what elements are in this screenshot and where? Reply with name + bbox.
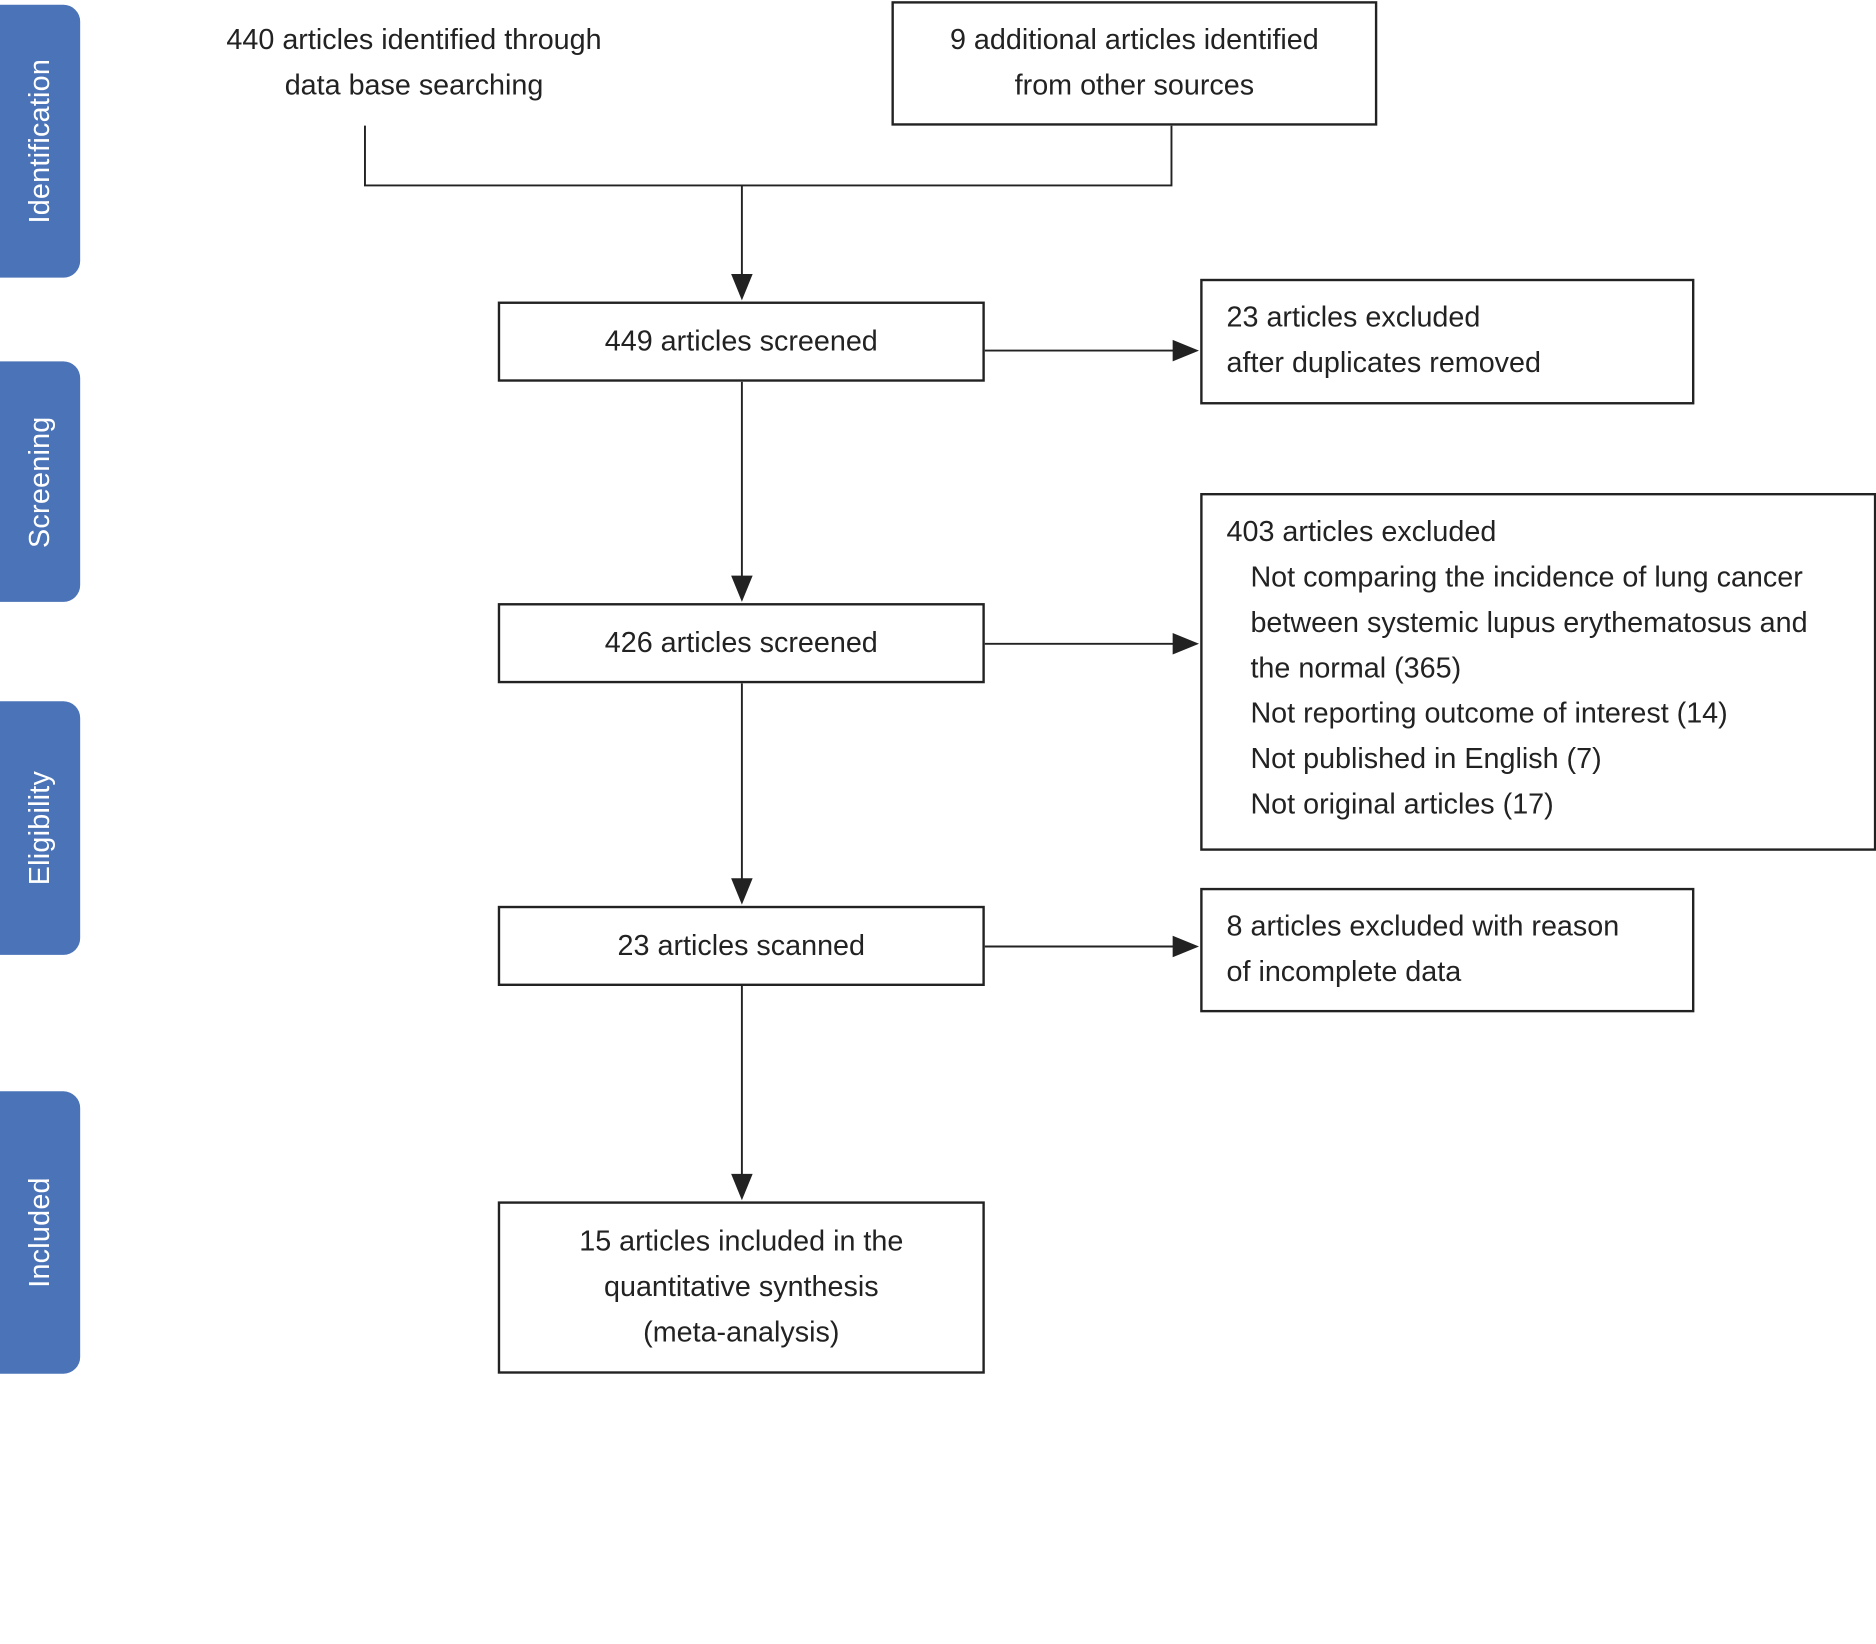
- stage-tab-identification: Identification: [0, 4, 81, 278]
- flow-connectors: [364, 125, 1199, 1201]
- other-sources-line-1: 9 additional articles identified: [949, 23, 1319, 57]
- database-search-line-1: 440 articles identified through: [226, 23, 602, 57]
- eligibility-excluded-line-1: 8 articles excluded with reason: [1226, 910, 1620, 943]
- screening-excluded-heading: 403 articles excluded: [1226, 515, 1497, 549]
- database-search-line-2: data base searching: [284, 69, 544, 102]
- included-box: 15 articles included in the quantitative…: [497, 1201, 985, 1374]
- exclusion-reason: Not original articles (17): [1250, 788, 1554, 821]
- screened-2-text: 426 articles screened: [604, 626, 878, 659]
- included-line-1: 15 articles included in the: [579, 1225, 904, 1258]
- exclusion-reason: the normal (365): [1250, 652, 1462, 685]
- eligibility-excluded-line-2: of incomplete data: [1226, 956, 1462, 989]
- duplicates-excluded-line-1: 23 articles excluded: [1226, 301, 1481, 334]
- stage-tab-screening: Screening: [0, 361, 81, 602]
- exclusion-reason: Not comparing the incidence of lung canc…: [1250, 561, 1803, 594]
- eligibility-excluded-box: 8 articles excluded with reason of incom…: [1200, 887, 1695, 1013]
- screened-1-text: 449 articles screened: [604, 324, 878, 358]
- screened-2-box: 426 articles screened: [497, 603, 985, 684]
- exclusion-reason: between systemic lupus erythematosus and: [1250, 606, 1808, 639]
- scanned-box: 23 articles scanned: [497, 905, 985, 986]
- exclusion-reason: Not published in English (7): [1250, 743, 1602, 776]
- exclusion-reason: Not reporting outcome of interest (14): [1250, 697, 1728, 730]
- database-search-text: 440 articles identified through data bas…: [191, 18, 636, 109]
- duplicates-excluded-line-2: after duplicates removed: [1226, 347, 1541, 380]
- merge-connector: [364, 125, 1173, 187]
- included-line-3: (meta-analysis): [643, 1316, 840, 1349]
- duplicates-excluded-box: 23 articles excluded after duplicates re…: [1200, 278, 1695, 405]
- screening-excluded-box: 403 articles excluded Not comparing the …: [1200, 492, 1876, 851]
- stage-tab-eligibility: Eligibility: [0, 701, 81, 955]
- screened-1-box: 449 articles screened: [497, 301, 985, 382]
- other-sources-box: 9 additional articles identified from ot…: [891, 1, 1378, 126]
- other-sources-line-2: from other sources: [1014, 69, 1255, 102]
- stage-tab-included: Included: [0, 1091, 81, 1374]
- scanned-text: 23 articles scanned: [617, 929, 866, 962]
- included-line-2: quantitative synthesis: [604, 1270, 879, 1304]
